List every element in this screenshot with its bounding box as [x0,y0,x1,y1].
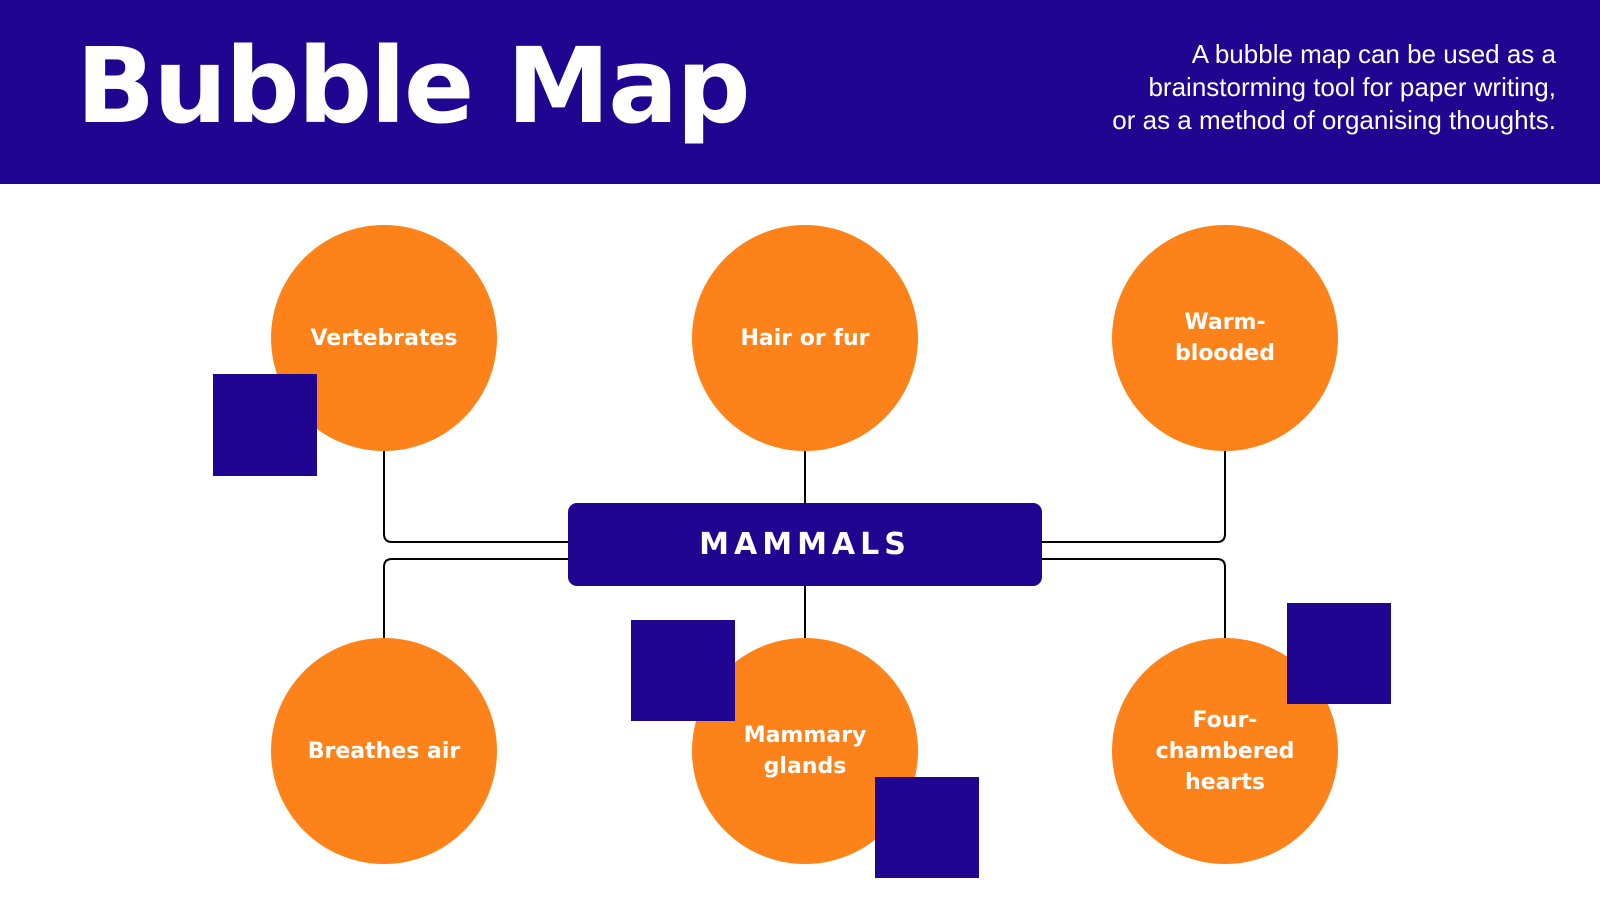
connector-four-chambered-hearts [1042,558,1226,638]
description-line: A bubble map can be used as a [1191,39,1556,69]
center-node-label: MAMMALS [699,527,911,562]
connector-warm-blooded [1042,450,1226,543]
bubble-label: Breathes air [307,738,461,764]
header-banner: Bubble Map A bubble map can be used as a… [0,0,1600,184]
page-title: Bubble Map [76,25,751,147]
decorative-square [1287,603,1391,704]
bubble-label: Four-chambered hearts [1155,707,1295,795]
bubble-label: Mammary glands [743,723,867,779]
bubble-warm-blooded: Warm-blooded [1112,225,1338,451]
description-line: or as a method of organising thoughts. [1112,105,1556,135]
bubble-label: Hair or fur [740,325,870,351]
decorative-square [875,777,979,878]
center-node: MAMMALS [568,503,1042,586]
bubble-breathes-air: Breathes air [271,638,497,864]
decorative-square [631,620,735,721]
bubble-hair-or-fur: Hair or fur [692,225,918,451]
bubble-label: Vertebrates [310,325,458,351]
description-line: brainstorming tool for paper writing, [1148,72,1556,102]
connector-breathes-air [383,558,568,638]
bubble-label: Warm-blooded [1175,310,1275,366]
decorative-square [213,374,317,476]
connector-vertebrates [383,450,568,543]
page-description: A bubble map can be used as a brainstorm… [996,38,1556,137]
